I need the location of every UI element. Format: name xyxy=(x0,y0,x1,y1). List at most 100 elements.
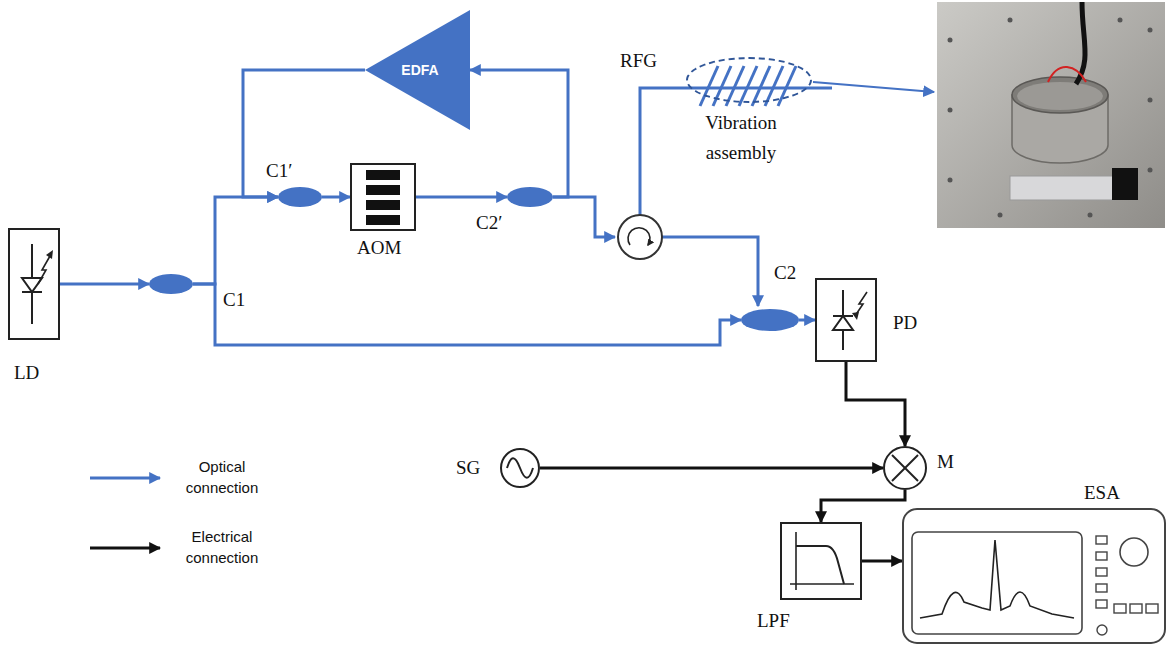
analyzer-symbol-part xyxy=(912,532,1082,634)
optical-connection xyxy=(193,284,741,345)
fiber-coupler: C2 xyxy=(741,309,799,331)
cylinder-rim xyxy=(1012,77,1108,113)
optical-fiber xyxy=(553,197,615,237)
optical-connection xyxy=(799,319,815,322)
modulator-symbol-part xyxy=(366,185,400,195)
laser-diode-box: LD xyxy=(8,228,60,340)
modulator-box: AOM xyxy=(350,163,416,231)
photodiode-symbol-part xyxy=(833,315,853,317)
table-hole xyxy=(1088,213,1093,218)
amplifier-triangle-part xyxy=(365,10,470,130)
table-hole xyxy=(948,38,953,43)
mixer-symbol-part xyxy=(892,455,918,481)
mixer-symbol xyxy=(885,448,925,488)
tape-strip xyxy=(1010,176,1114,200)
legend-optical-sample xyxy=(90,477,160,480)
modulator-symbol xyxy=(352,165,414,229)
laser-diode-symbol-part xyxy=(22,291,42,293)
analyzer-symbol-part xyxy=(1130,604,1142,613)
analyzer-symbol-part xyxy=(1096,584,1107,592)
table-hole xyxy=(948,178,953,183)
electrical-connection xyxy=(821,490,905,522)
component-label: C1′ xyxy=(266,160,292,182)
analyzer-symbol-part xyxy=(1114,604,1126,613)
optical-fiber xyxy=(640,88,832,215)
component-label: M xyxy=(937,451,954,473)
component-label: C2′ xyxy=(476,212,502,234)
analyzer-symbol-part xyxy=(1120,538,1148,566)
photodiode-symbol-part xyxy=(842,290,844,316)
laser-diode-symbol-part xyxy=(38,256,50,284)
laser-diode-symbol-part xyxy=(31,244,33,278)
label-holder: Vibration assembly xyxy=(688,108,794,168)
optical-connection xyxy=(193,197,278,284)
filter-symbol-part xyxy=(796,546,844,584)
table-hole xyxy=(1118,18,1123,23)
electrical-connection xyxy=(540,467,883,470)
analyzer-symbol-part xyxy=(1096,536,1107,544)
grating-line xyxy=(778,66,796,106)
table-hole xyxy=(1148,28,1153,33)
signal-generator-symbol-part xyxy=(507,458,533,478)
leader-line xyxy=(813,82,934,92)
table-hole xyxy=(998,213,1003,218)
legend-electrical-sample xyxy=(90,547,160,550)
legend-holder: Optical connection xyxy=(170,456,274,498)
electrical-connection xyxy=(862,560,902,563)
legend-text: Optical connection xyxy=(170,456,274,498)
analyzer-symbol xyxy=(902,508,1166,644)
legend-holder: Electrical connection xyxy=(170,526,274,568)
laser-diode-symbol-part xyxy=(31,292,33,324)
filter-symbol xyxy=(782,524,860,598)
table-hole xyxy=(1008,18,1013,23)
optical-connection xyxy=(416,196,507,199)
analyzer-symbol-part xyxy=(903,509,1165,643)
photodiode-symbol-part xyxy=(852,312,859,320)
part-label: Vibration assembly xyxy=(688,108,794,168)
component-label: C2 xyxy=(774,262,796,284)
filter-box: LPF xyxy=(780,522,862,600)
component-label: ESA xyxy=(1084,482,1120,504)
analyzer-symbol-part xyxy=(920,540,1074,618)
laser-diode-symbol-part xyxy=(46,250,53,259)
legend-text: Electrical connection xyxy=(170,526,274,568)
laser-diode-symbol xyxy=(10,230,58,338)
photo-ground xyxy=(937,2,1165,228)
vibration-photo xyxy=(937,2,1165,228)
analyzer-symbol-part xyxy=(1096,552,1107,560)
fiber-coupler: C1′ xyxy=(278,187,322,207)
filter-symbol-part xyxy=(795,532,797,590)
analyzer-symbol-part xyxy=(1096,568,1107,576)
red-wire xyxy=(1048,67,1086,82)
optical-connection xyxy=(470,70,568,197)
fiber-coupler: C1 xyxy=(149,274,193,294)
modulator-symbol-part xyxy=(366,215,400,225)
component-label: RFG xyxy=(620,50,657,72)
analyzer-box: ESA xyxy=(902,508,1166,644)
component-label: EDFA xyxy=(401,62,438,78)
component-label: C1 xyxy=(223,289,245,311)
photodiode-symbol xyxy=(817,280,875,360)
component-label: PD xyxy=(893,312,917,334)
optical-connection xyxy=(322,196,350,199)
amplifier-triangle: EDFA xyxy=(365,10,470,130)
optical-circulator xyxy=(618,215,662,259)
signal-generator: SG xyxy=(500,448,540,488)
analyzer-symbol-part xyxy=(1096,600,1107,608)
modulator-symbol-part xyxy=(366,170,400,180)
photodiode-box: PD xyxy=(815,278,877,362)
optical-connection xyxy=(243,70,365,197)
analyzer-symbol-part xyxy=(1146,604,1158,613)
photodiode-symbol-part xyxy=(833,316,853,330)
fiber-grating xyxy=(700,66,796,106)
cylinder-inside xyxy=(1017,82,1103,110)
optical-fiber xyxy=(662,237,758,306)
photodiode-symbol-part xyxy=(842,330,844,350)
circulator-arrow xyxy=(628,228,650,245)
grating-outline: RFG xyxy=(686,57,812,103)
sensor-pad xyxy=(1112,168,1138,200)
electrical-connection xyxy=(846,362,905,446)
modulator-symbol-part xyxy=(366,200,400,210)
table-hole xyxy=(1148,168,1153,173)
